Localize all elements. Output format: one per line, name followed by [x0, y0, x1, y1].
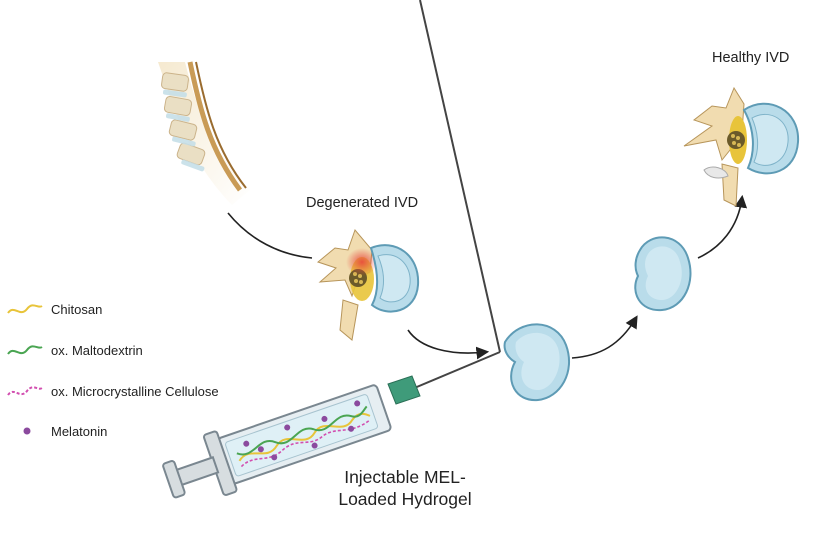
injected-disc-illustration: [503, 323, 571, 402]
healthy-ivd-illustration: [683, 86, 800, 207]
legend-label-melatonin: Melatonin: [51, 424, 108, 439]
arrow-degenerated-to-injection: [407, 329, 490, 360]
legend-label-chitosan: Chitosan: [51, 302, 103, 317]
degenerated-ivd-label: Degenerated IVD: [306, 195, 419, 211]
legend-icons: [7, 304, 43, 435]
healthy-ivd-label: Healthy IVD: [712, 50, 790, 66]
degenerated-ivd-illustration: [316, 229, 420, 341]
hydrogel-label: Injectable MEL- Loaded Hydrogel: [330, 466, 480, 510]
pink-dashed-wave-icon: [7, 386, 43, 396]
spine-to-disc-connector: [227, 212, 313, 259]
purple-dot-icon: [23, 427, 31, 435]
lumbar-spine-illustration: [158, 61, 250, 205]
hydrogel-label-line2: Loaded Hydrogel: [338, 489, 472, 509]
regenerating-disc-illustration: [634, 236, 692, 312]
hydrogel-label-line1: Injectable MEL-: [344, 467, 466, 487]
legend-label-cellulose: ox. Microcrystalline Cellulose: [51, 384, 219, 399]
syringe-illustration: [162, 0, 501, 499]
yellow-wave-line-icon: [7, 304, 43, 314]
green-wave-line-icon: [7, 345, 43, 355]
legend-label-maltodextrin: ox. Maltodextrin: [51, 343, 143, 358]
arrow-injection-to-regenerating: [571, 315, 638, 359]
arrow-regenerating-to-healthy: [697, 194, 748, 259]
